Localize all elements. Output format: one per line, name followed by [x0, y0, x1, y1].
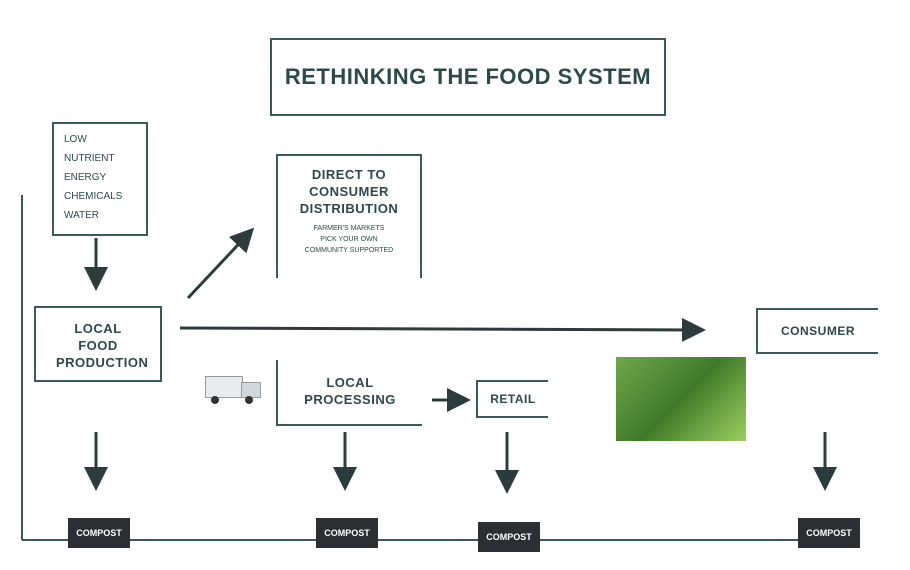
compost-label: COMPOST	[68, 518, 130, 548]
input-line: WATER	[64, 210, 99, 221]
input-line: NUTRIENT	[64, 153, 115, 164]
inputs-box: LOW NUTRIENT ENERGY CHEMICALS WATER	[52, 122, 148, 236]
input-line: CHEMICALS	[64, 191, 123, 202]
cyclists-photo	[616, 357, 746, 441]
local-food-production-box: LOCAL FOOD PRODUCTION	[34, 306, 162, 382]
truck-icon	[205, 370, 261, 404]
retail-box: RETAIL	[476, 380, 548, 418]
direct-to-consumer-box: DIRECT TO CONSUMER DISTRIBUTION FARMER'S…	[276, 154, 422, 278]
direct-sub: FARMER'S MARKETS	[313, 225, 385, 232]
compost-label: COMPOST	[478, 522, 540, 552]
local-processing-box: LOCAL PROCESSING	[276, 360, 422, 426]
direct-sub: PICK YOUR OWN	[320, 236, 378, 243]
direct-title: DIRECT TO CONSUMER DISTRIBUTION	[299, 167, 399, 216]
compost-label: COMPOST	[316, 518, 378, 548]
input-line: ENERGY	[64, 172, 107, 183]
input-line: LOW	[64, 134, 87, 145]
diagram-title: RETHINKING THE FOOD SYSTEM	[270, 38, 666, 116]
consumer-box: CONSUMER	[756, 308, 878, 354]
direct-sub: COMMUNITY SUPPORTED	[304, 247, 394, 254]
compost-label: COMPOST	[798, 518, 860, 548]
